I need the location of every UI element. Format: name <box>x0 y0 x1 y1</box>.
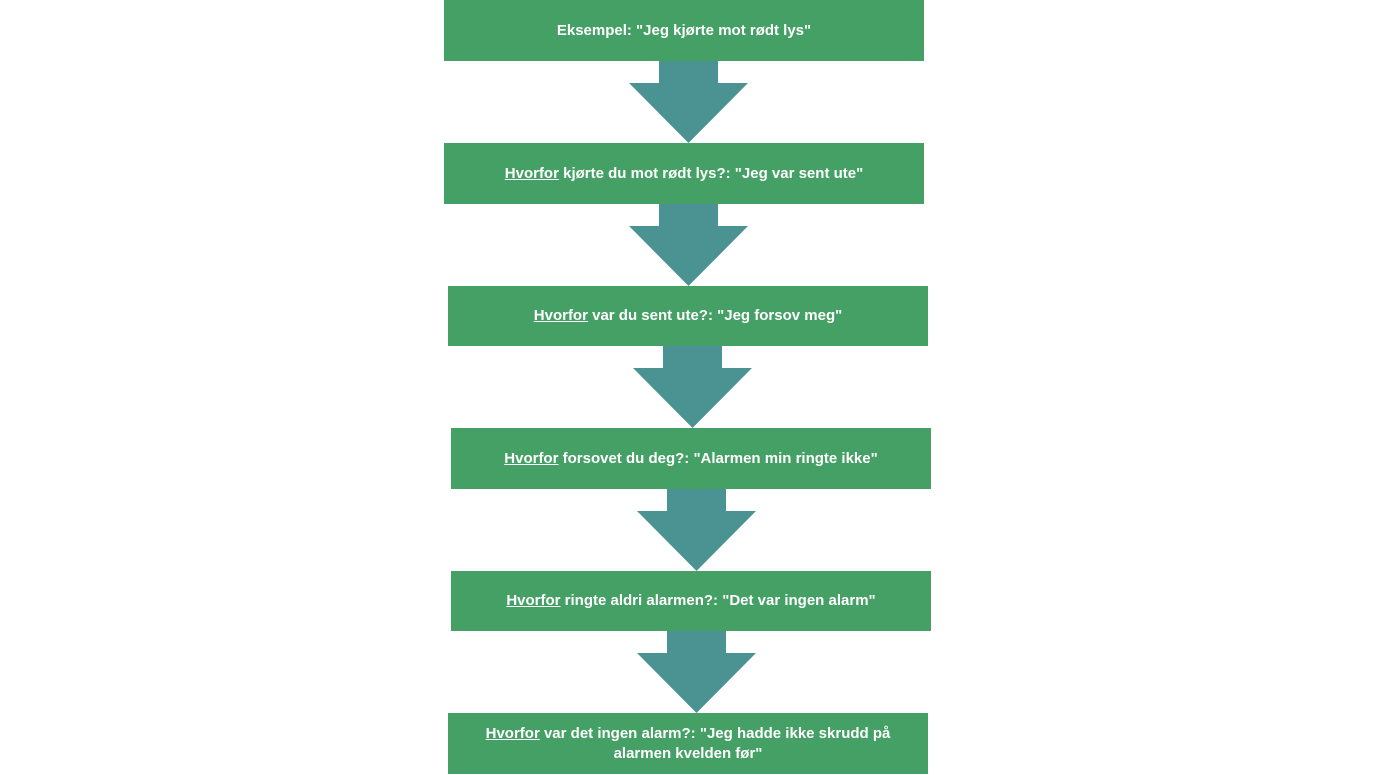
step-box-why-3: Hvorfor forsovet du deg?: "Alarmen min r… <box>451 428 931 489</box>
why-keyword: Hvorfor <box>533 307 588 324</box>
step-box-why-2: Hvorfor var du sent ute?: "Jeg forsov me… <box>448 286 928 346</box>
step-text: var du sent ute?: "Jeg forsov meg" <box>587 307 843 324</box>
down-arrow-icon <box>633 346 752 428</box>
down-arrow-icon <box>629 61 748 143</box>
why-keyword: Hvorfor <box>504 164 559 182</box>
down-arrow-icon <box>637 489 756 571</box>
down-arrow-icon <box>629 204 748 286</box>
step-text: Eksempel: "Jeg kjørte mot rødt lys" <box>556 21 812 39</box>
why-keyword: Hvorfor <box>504 449 559 467</box>
step-text: var det ingen alarm?: "Jeg hadde ikke sk… <box>539 724 891 762</box>
step-box-why-4: Hvorfor ringte aldri alarmen?: "Det var … <box>451 571 931 631</box>
why-keyword: Hvorfor <box>485 724 540 742</box>
step-box-why-5: Hvorfor var det ingen alarm?: "Jeg hadde… <box>448 713 928 774</box>
why-keyword: Hvorfor <box>506 592 561 609</box>
down-arrow-icon <box>637 631 756 713</box>
step-text: ringte aldri alarmen?: "Det var ingen al… <box>560 592 876 609</box>
step-box-why-1: Hvorfor kjørte du mot rødt lys?: "Jeg va… <box>444 143 924 204</box>
step-box-example: Eksempel: "Jeg kjørte mot rødt lys" <box>444 0 924 61</box>
step-text: kjørte du mot rødt lys?: "Jeg var sent u… <box>558 164 864 182</box>
step-text: forsovet du deg?: "Alarmen min ringte ik… <box>558 449 878 467</box>
